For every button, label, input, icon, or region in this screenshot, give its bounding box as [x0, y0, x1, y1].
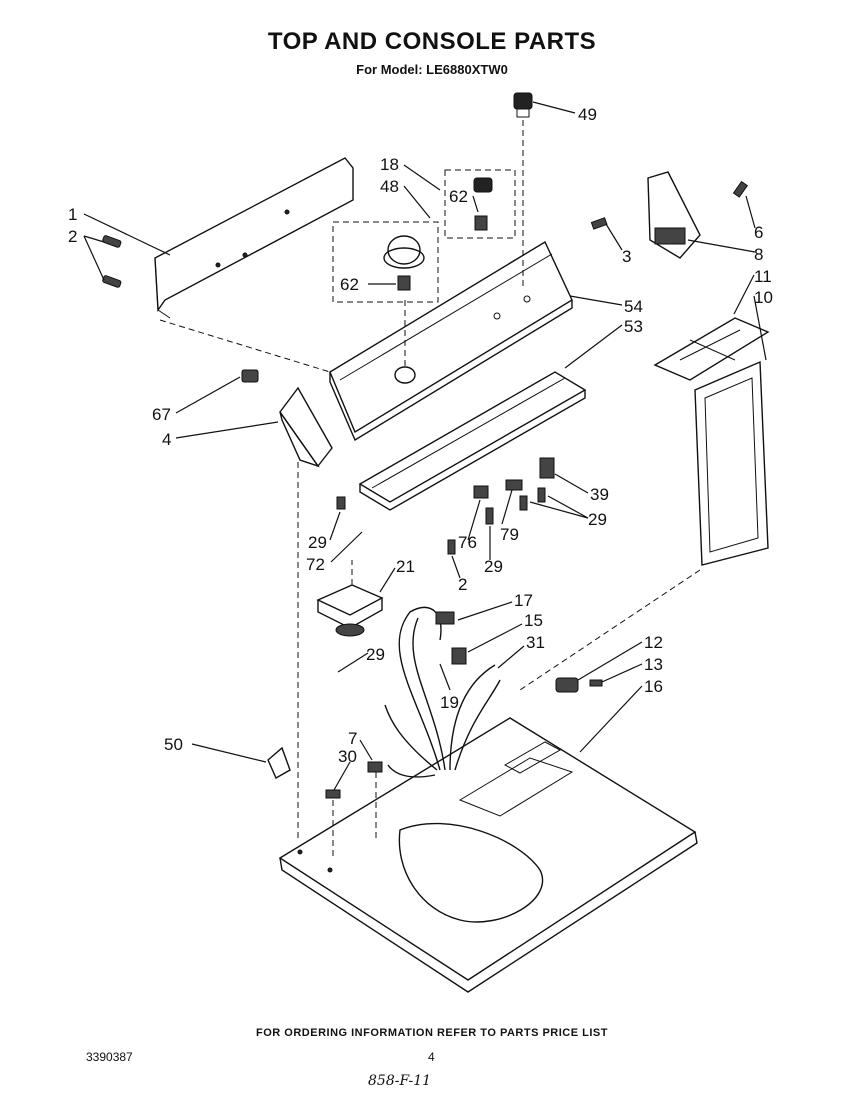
- callout-10: 10: [754, 288, 773, 307]
- assembly-guide-line-rear: [159, 319, 331, 373]
- callout-29: 29: [366, 645, 385, 664]
- callout-29: 29: [588, 510, 607, 529]
- callout-8: 8: [754, 245, 763, 264]
- part-11-filter-cover: [653, 317, 770, 381]
- callout-76: 76: [458, 533, 477, 552]
- callout-31: 31: [526, 633, 545, 652]
- part-53-panel-base: [358, 371, 587, 511]
- callout-29: 29: [308, 533, 327, 552]
- part-8-terminal-block: [590, 171, 748, 259]
- callout-79: 79: [500, 525, 519, 544]
- part-54-console-panel: [329, 240, 573, 442]
- callout-12: 12: [644, 633, 663, 652]
- callout-7: 7: [348, 729, 357, 748]
- callout-18: 18: [380, 155, 399, 174]
- callout-62: 62: [340, 275, 359, 294]
- callout-39: 39: [590, 485, 609, 504]
- part-2-screws: [102, 235, 122, 288]
- callout-16: 16: [644, 677, 663, 696]
- page-title: TOP AND CONSOLE PARTS: [267, 28, 597, 55]
- part-48-knob-group: [332, 221, 439, 370]
- part-7-30-fittings: [325, 761, 383, 860]
- part-49-knob: [513, 92, 533, 290]
- document-number: 3390387: [86, 1050, 133, 1064]
- part-4-end-cap: [241, 369, 333, 840]
- assembly-guide-line: [519, 569, 701, 691]
- callout-48: 48: [380, 177, 399, 196]
- callout-2: 2: [68, 227, 77, 246]
- callout-6: 6: [754, 223, 763, 242]
- part-small-fasteners: [336, 457, 555, 555]
- callout-49: 49: [578, 105, 597, 124]
- callout-29: 29: [484, 557, 503, 576]
- callout-13: 13: [644, 655, 663, 674]
- callout-1: 1: [68, 205, 77, 224]
- callout-11: 11: [754, 267, 772, 286]
- callout-67: 67: [152, 405, 171, 424]
- part-31-wire-harness: [384, 606, 501, 778]
- part-18-knob-group: [444, 169, 516, 239]
- callout-17: 17: [514, 591, 533, 610]
- callout-62: 62: [449, 187, 468, 206]
- model-subtitle: For Model: LE6880XTW0: [356, 62, 508, 77]
- callout-2: 2: [458, 575, 467, 594]
- page-number: 4: [428, 1050, 435, 1064]
- leader-lines: [83, 101, 767, 791]
- callout-50: 50: [164, 735, 183, 754]
- ordering-note: FOR ORDERING INFORMATION REFER TO PARTS …: [256, 1027, 608, 1039]
- part-16-dryer-top: [278, 717, 698, 993]
- callout-19: 19: [440, 693, 459, 712]
- part-1-console-bracket: [154, 157, 354, 319]
- callout-72: 72: [306, 555, 325, 574]
- callout-labels: 1 2 49 18 48 62 62 3 6 8 11 10 54 53 67 …: [68, 105, 773, 766]
- handwritten-note: 858-F-11: [368, 1073, 432, 1089]
- callout-53: 53: [624, 317, 643, 336]
- callout-21: 21: [396, 557, 415, 576]
- part-12-clip: [555, 677, 603, 693]
- callout-15: 15: [524, 611, 543, 630]
- callout-4: 4: [162, 430, 171, 449]
- callout-30: 30: [338, 747, 357, 766]
- part-50-clip: [267, 746, 291, 779]
- callout-3: 3: [622, 247, 631, 266]
- callout-54: 54: [624, 297, 643, 316]
- part-10-lint-screen: [694, 360, 769, 566]
- part-21-timer: [316, 560, 384, 637]
